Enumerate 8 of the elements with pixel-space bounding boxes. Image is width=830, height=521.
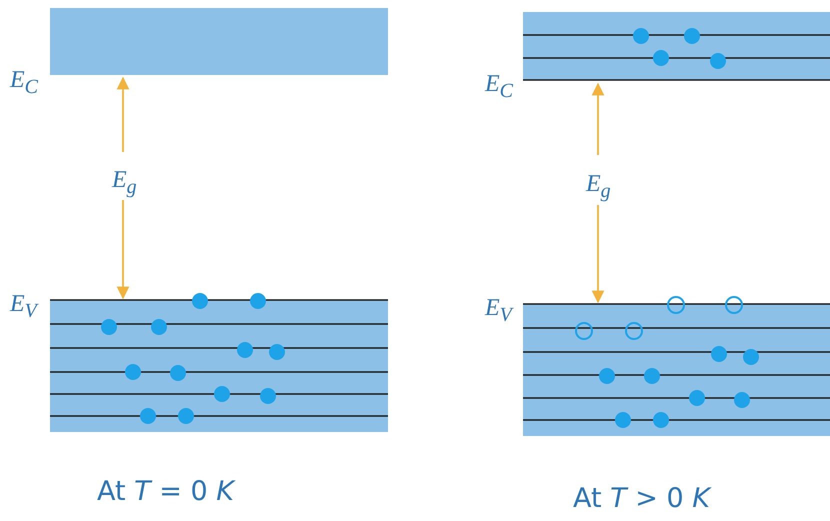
band-gap-label: E$_{g}$ [112,168,137,197]
band-gap-label: E$_{g}$ [586,172,611,201]
energy-level-label: E$_{C}$ [485,72,514,101]
temperature-caption: At T > 0 K [573,485,710,512]
temperature-caption: At T = 0 K [97,478,234,505]
energy-level-label: E$_{V}$ [485,296,512,325]
energy-level-label: E$_{C}$ [10,68,38,97]
energy-level-label: E$_{V}$ [10,292,37,321]
